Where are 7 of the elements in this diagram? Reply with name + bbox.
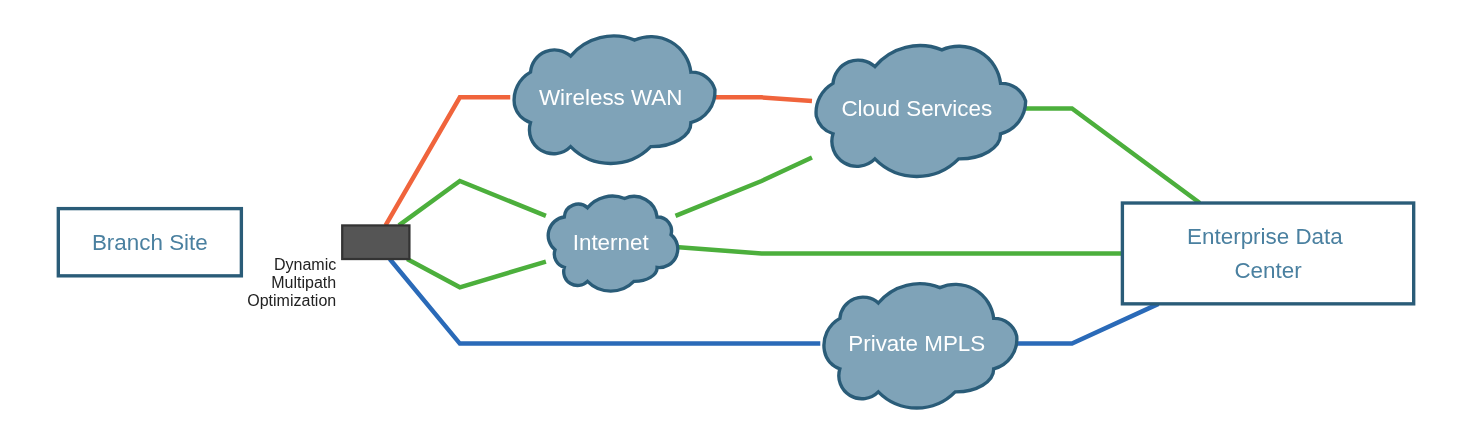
- node-box: Branch Site: [56, 206, 244, 278]
- connector: [674, 155, 813, 218]
- node-box: Enterprise Data Center: [1120, 201, 1416, 306]
- device-caption: Dynamic Multipath Optimization: [246, 256, 337, 311]
- connector: [406, 257, 547, 290]
- connector: [388, 257, 821, 346]
- node-box: [341, 224, 411, 261]
